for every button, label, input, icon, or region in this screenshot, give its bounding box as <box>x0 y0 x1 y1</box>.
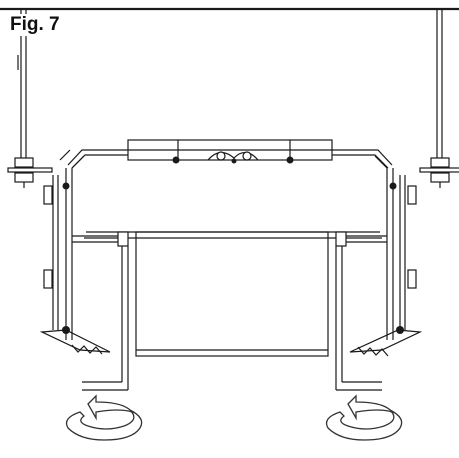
left-side-bracket <box>43 149 120 340</box>
housing-top <box>67 139 393 169</box>
figure-label: Fig. 7 <box>8 14 62 36</box>
luminaire-box <box>84 231 382 357</box>
right-spring-clip <box>335 231 423 391</box>
right-side-bracket <box>340 155 417 340</box>
left-threaded-rod <box>7 9 53 188</box>
left-rotation-arrow-icon <box>65 394 143 441</box>
left-spring-clip <box>39 231 129 391</box>
right-rotation-arrow-icon <box>325 394 403 441</box>
right-threaded-rod <box>419 9 459 188</box>
